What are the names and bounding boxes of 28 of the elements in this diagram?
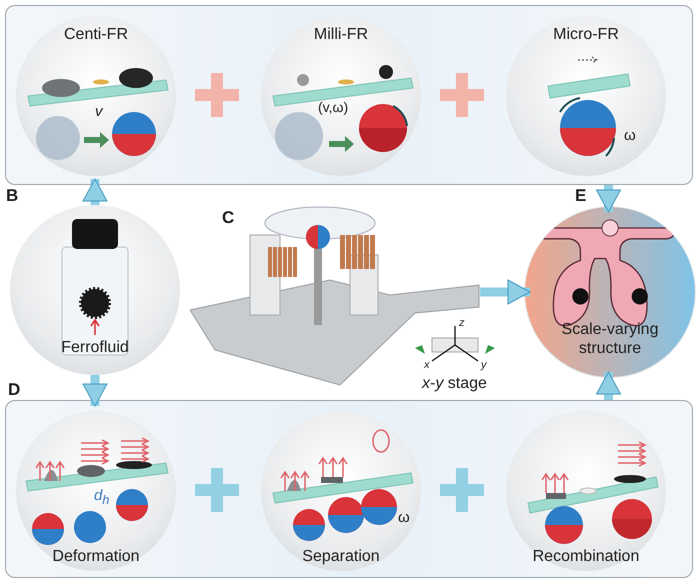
- symbol-label: x-y stage: [422, 376, 487, 392]
- panel-title: Micro-FR: [553, 26, 619, 44]
- panel-title: Milli-FR: [314, 26, 368, 44]
- block-arrow: [82, 375, 108, 406]
- panel-title: Separation: [302, 548, 380, 566]
- axis-label: y: [481, 360, 486, 371]
- panel-title: Recombination: [532, 548, 640, 566]
- block-arrow: [596, 372, 621, 400]
- axis-label: z: [459, 318, 464, 329]
- panel-title: Centi-FR: [64, 26, 128, 44]
- panel-letter: B: [6, 186, 18, 206]
- axis-label: x: [424, 360, 430, 371]
- symbol-label: ω: [398, 510, 410, 525]
- panel-title: Deformation: [52, 548, 140, 566]
- panel-frame: [5, 400, 693, 578]
- block-arrow: [82, 178, 108, 205]
- symbol-label: (v,ω): [318, 100, 348, 114]
- block-arrow: [596, 185, 621, 212]
- panel-letter: E: [575, 186, 586, 206]
- symbol-label: d$_{h}$: [94, 488, 110, 506]
- symbol-label: ω: [624, 128, 636, 143]
- panel-letter: C: [222, 208, 234, 228]
- symbol-label: v: [95, 104, 102, 119]
- panel-title: Scale-varying structure: [560, 320, 660, 358]
- block-arrow: [480, 280, 530, 304]
- panel-title: Ferrofluid: [61, 339, 129, 357]
- panel-frame: [5, 5, 693, 185]
- panel-letter: D: [8, 380, 20, 400]
